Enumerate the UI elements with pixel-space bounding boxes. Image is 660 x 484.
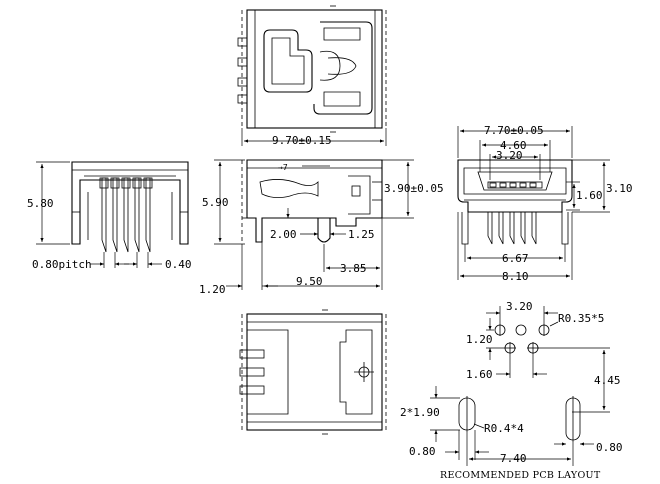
dim-front-667: 6.67 bbox=[502, 252, 529, 265]
pcb-layout: 3.20 R0.35*5 1.20 1.60 4.45 2*1.90 R0.4*… bbox=[400, 300, 623, 481]
dim-pcb-r035: R0.35*5 bbox=[558, 312, 604, 325]
pin-group bbox=[99, 177, 153, 253]
dim-pcb-2x190: 2*1.90 bbox=[400, 406, 440, 419]
side-view: →7 5.90 2.00 1.25 3.90±0.05 3.85 9.50 1.… bbox=[199, 159, 444, 296]
dim-top-width: 9.70±0.15 bbox=[272, 134, 332, 147]
dim-mid-height: 5.90 bbox=[202, 196, 229, 209]
dim-mid-950: 9.50 bbox=[296, 275, 323, 288]
dim-front-460: 4.60 bbox=[500, 139, 527, 152]
contact-row bbox=[489, 182, 537, 188]
dim-pcb-320: 3.20 bbox=[506, 300, 533, 313]
dim-pcb-740: 7.40 bbox=[500, 452, 527, 465]
bottom-view bbox=[239, 309, 387, 435]
dim-pin-gap: 0.40 bbox=[165, 258, 192, 271]
dim-mid-385: 3.85 bbox=[340, 262, 367, 275]
dim-pcb-160: 1.60 bbox=[466, 368, 493, 381]
left-pin-view: 5.80 0.80pitch 0.40 bbox=[27, 161, 192, 271]
dim-pcb-080b: 0.80 bbox=[596, 441, 623, 454]
dim-mid-sub: 2.00 bbox=[270, 228, 297, 241]
dim-front-160: 1.60 bbox=[576, 189, 603, 202]
dim-front-320: 3.20 bbox=[496, 149, 523, 162]
dim-pcb-445: 4.45 bbox=[594, 374, 621, 387]
dim-mid-120: 1.20 bbox=[199, 283, 226, 296]
svg-text:→7: →7 bbox=[278, 163, 288, 172]
dim-pitch: 0.80pitch bbox=[32, 258, 92, 271]
front-view: 7.70±0.05 4.60 3.20 1.60 3.10 6.67 8.10 bbox=[457, 124, 633, 283]
dim-front-810: 8.10 bbox=[502, 270, 529, 283]
pcb-caption: RECOMMENDED PCB LAYOUT bbox=[440, 470, 601, 481]
dim-front-310: 3.10 bbox=[606, 182, 633, 195]
dim-mid-right: 3.90±0.05 bbox=[384, 182, 444, 195]
dim-front-770: 7.70±0.05 bbox=[484, 124, 544, 137]
dim-left-height: 5.80 bbox=[27, 197, 54, 210]
dim-pcb-080a: 0.80 bbox=[409, 445, 436, 458]
dim-pcb-120: 1.20 bbox=[466, 333, 493, 346]
pcb-pad-3 bbox=[515, 324, 527, 336]
dim-mid-slot: 1.25 bbox=[348, 228, 375, 241]
top-view: 9.70±0.15 bbox=[237, 5, 387, 147]
dim-pcb-r04: R0.4*4 bbox=[484, 422, 524, 435]
